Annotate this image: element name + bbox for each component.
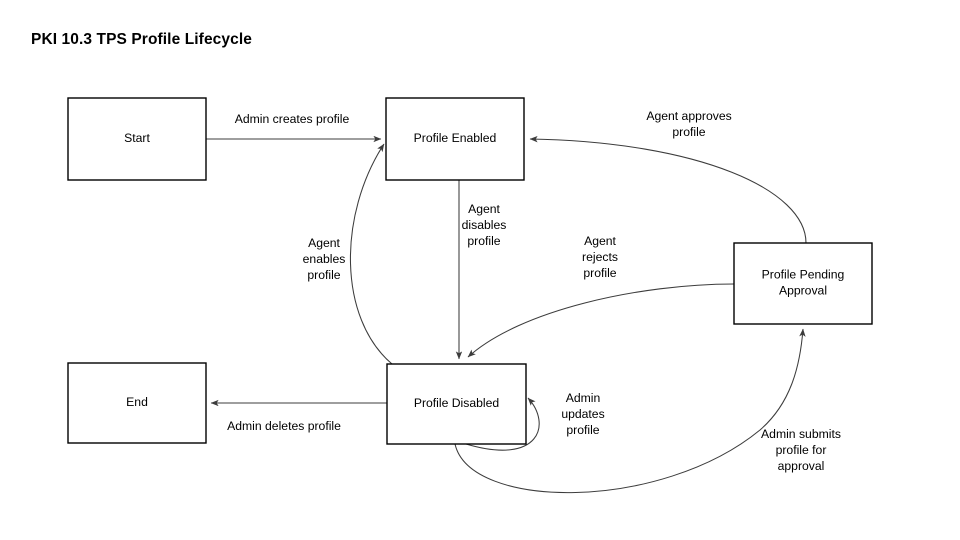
edge-label-line: approval bbox=[778, 459, 825, 473]
edge-label-line: profile for bbox=[776, 443, 827, 457]
edge-label-line: Agent bbox=[468, 202, 500, 216]
state-label: Profile Enabled bbox=[414, 131, 497, 145]
state-label: Profile Pending bbox=[762, 268, 845, 282]
edge-label-line: disables bbox=[462, 218, 507, 232]
edge-label-line: Agent approves bbox=[646, 109, 731, 123]
page-title: PKI 10.3 TPS Profile Lifecycle bbox=[31, 31, 252, 48]
edges-layer bbox=[206, 135, 807, 494]
edge-submit bbox=[454, 328, 806, 494]
state-box bbox=[386, 363, 527, 445]
state-label: Start bbox=[124, 131, 150, 145]
state-label: End bbox=[126, 395, 148, 409]
edge-reject bbox=[467, 283, 735, 358]
edge-label-update: Admin updates profile bbox=[561, 391, 604, 437]
state-node-end[interactable]: End bbox=[67, 362, 207, 444]
edge-label-line: Admin bbox=[566, 391, 601, 405]
edge-enable bbox=[349, 143, 393, 365]
edge-label-submit: Admin submits profile for approval bbox=[761, 427, 841, 473]
edge-label-line: profile bbox=[467, 234, 500, 248]
edge-label-line: profile bbox=[307, 268, 340, 282]
state-box bbox=[733, 242, 873, 325]
edge-label-reject: Agent rejects profile bbox=[582, 234, 618, 280]
state-node-disabled[interactable]: Profile Disabled bbox=[386, 363, 527, 445]
edge-label-line: Agent bbox=[308, 236, 340, 250]
edge-update bbox=[465, 397, 540, 451]
state-label: Profile Disabled bbox=[414, 396, 499, 410]
edge-label-delete: Admin deletes profile bbox=[227, 419, 341, 433]
edge-label-line: profile bbox=[566, 423, 599, 437]
edge-label-line: enables bbox=[303, 252, 346, 266]
edge-label-create: Admin creates profile bbox=[235, 112, 350, 126]
edge-label-line: Admin submits bbox=[761, 427, 841, 441]
edge-label-line: profile bbox=[672, 125, 705, 139]
state-node-start[interactable]: Start bbox=[67, 97, 207, 181]
state-label: Approval bbox=[779, 284, 827, 298]
edge-label-line: profile bbox=[583, 266, 616, 280]
edge-label-line: rejects bbox=[582, 250, 618, 264]
state-box bbox=[67, 97, 207, 181]
edge-label-line: Admin deletes profile bbox=[227, 419, 341, 433]
edge-label-line: updates bbox=[561, 407, 604, 421]
edge-approve bbox=[529, 135, 807, 244]
edge-label-disable: Agent disables profile bbox=[462, 202, 507, 248]
edge-label-enable: Agent enables profile bbox=[303, 236, 346, 282]
edge-label-approve: Agent approves profile bbox=[646, 109, 731, 139]
edge-labels-layer: Admin creates profile Agent approves profi… bbox=[227, 109, 841, 473]
edge-label-line: Agent bbox=[584, 234, 616, 248]
edge-label-line: Admin creates profile bbox=[235, 112, 350, 126]
state-box bbox=[385, 97, 525, 181]
state-node-enabled[interactable]: Profile Enabled bbox=[385, 97, 525, 181]
state-box bbox=[67, 362, 207, 444]
